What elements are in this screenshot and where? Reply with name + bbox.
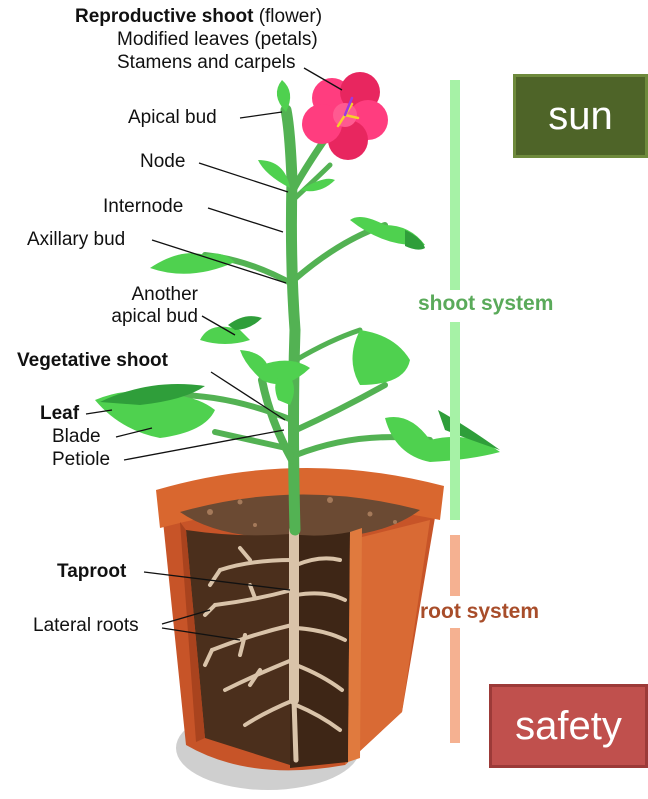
label-lateral-roots: Lateral roots	[33, 615, 139, 637]
safety-box: safety	[489, 684, 648, 768]
label-internode: Internode	[103, 196, 183, 218]
sun-box: sun	[513, 74, 648, 158]
flower-graphic	[302, 72, 388, 160]
label-another-apical-bud: Another apical bud	[90, 284, 198, 328]
root-system-bar	[450, 535, 460, 743]
label-reproductive-shoot: Reproductive shoot (flower)	[75, 6, 322, 28]
label-root-system: root system	[420, 600, 539, 624]
label-shoot-system: shoot system	[418, 292, 553, 316]
label-stamens-carpels: Stamens and carpels	[117, 52, 296, 74]
label-axillary-bud: Axillary bud	[27, 229, 125, 251]
label-taproot: Taproot	[57, 561, 126, 583]
label-vegetative-shoot: Vegetative shoot	[17, 350, 168, 372]
label-blade: Blade	[52, 426, 101, 448]
label-leaf: Leaf	[40, 403, 79, 425]
label-apical-bud: Apical bud	[128, 107, 217, 129]
label-petiole: Petiole	[52, 449, 110, 471]
label-modified-leaves: Modified leaves (petals)	[117, 29, 318, 51]
label-node: Node	[140, 151, 185, 173]
stem-graphic	[175, 110, 430, 530]
